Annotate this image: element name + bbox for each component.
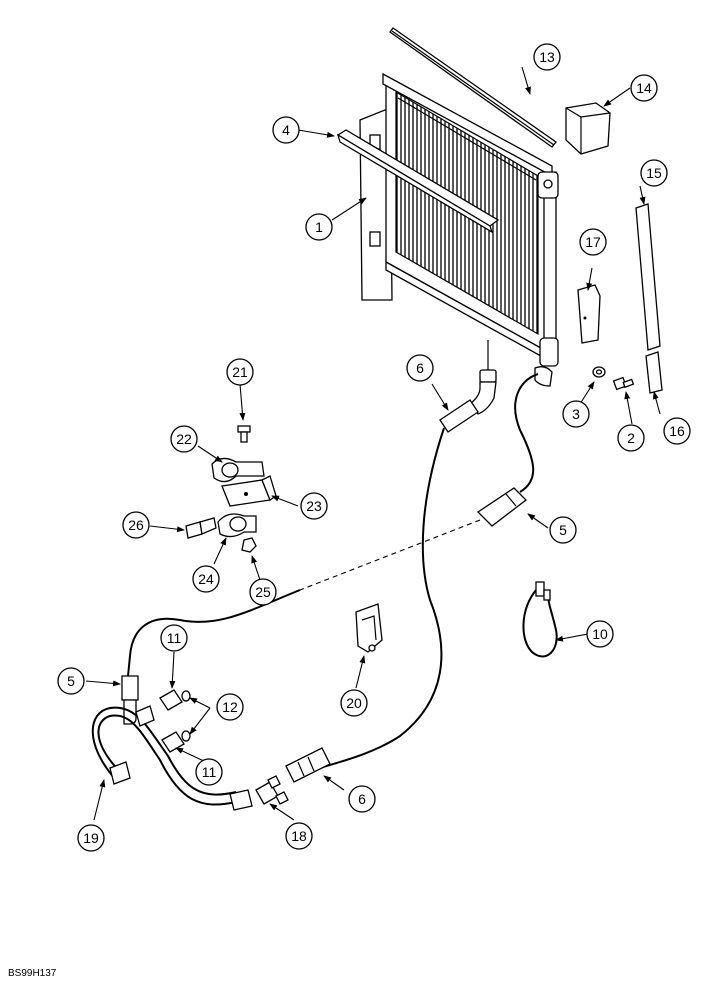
vertical-seal-strip [635,203,661,351]
cap-screw [237,425,251,443]
svg-text:10: 10 [592,626,608,642]
radiator-return-fitting [534,366,553,387]
callout-23: 23 [300,492,328,520]
callout-21: 21 [226,358,254,386]
seal-block-side [577,284,601,344]
seal-block [565,102,611,155]
elbow-fitting [135,705,155,727]
svg-text:13: 13 [539,49,555,65]
svg-text:16: 16 [669,423,685,439]
callout-11-lower: 11 [195,758,223,786]
bolt [612,376,635,391]
hose-5 [121,373,539,725]
svg-text:5: 5 [559,522,567,538]
radiator-outlet-fitting [469,340,497,415]
tube-assembly [91,706,253,811]
svg-text:24: 24 [198,571,214,587]
clip-lower [217,513,257,538]
svg-text:22: 22 [176,431,192,447]
callout-17: 17 [579,228,607,256]
adapter-lower [161,730,191,753]
svg-text:25: 25 [255,584,271,600]
leader-lines [85,66,661,821]
callout-11-upper: 11 [160,624,188,652]
svg-text:17: 17 [585,234,601,250]
callout-25: 25 [249,578,277,606]
callout-5-left: 5 [57,667,85,695]
nut [241,537,257,553]
svg-text:15: 15 [646,165,662,181]
callout-5-right: 5 [549,516,577,544]
callout-3: 3 [562,400,590,428]
callout-6-lower: 6 [348,785,376,813]
svg-text:23: 23 [306,498,322,514]
svg-text:6: 6 [358,791,366,807]
svg-text:2: 2 [627,430,635,446]
callout-14: 14 [630,74,658,102]
figure-code: BS99H137 [8,968,57,979]
svg-text:18: 18 [291,828,307,844]
svg-text:12: 12 [222,699,238,715]
bracket-bolt [185,517,217,539]
front-seal-strip [336,129,500,234]
svg-text:21: 21 [232,364,248,380]
callout-16: 16 [663,417,691,445]
callout-12: 12 [216,693,244,721]
callout-13: 13 [533,43,561,71]
callout-10: 10 [586,620,614,648]
vertical-seal-strip-lower [645,351,663,394]
oil-cooler [359,72,559,367]
svg-text:4: 4 [282,122,290,138]
callout-18: 18 [285,822,313,850]
callout-6-upper: 6 [406,354,434,382]
svg-text:26: 26 [128,517,144,533]
clip-upper [211,457,265,483]
svg-text:3: 3 [572,406,580,422]
svg-text:1: 1 [315,219,323,235]
callout-15: 15 [640,159,668,187]
svg-text:11: 11 [167,630,182,646]
callout-2: 2 [617,424,645,452]
hose-clamp [355,603,383,653]
strap-clamp [522,581,558,658]
svg-text:11: 11 [202,764,217,780]
callout-4: 4 [272,116,300,144]
washer [592,366,606,378]
callout-22: 22 [170,425,198,453]
svg-text:14: 14 [636,80,652,96]
callout-20: 20 [340,689,368,717]
tee-fitting [255,775,289,805]
svg-text:20: 20 [346,695,362,711]
svg-text:5: 5 [67,673,75,689]
adapter-upper [159,689,191,711]
svg-text:19: 19 [83,830,99,846]
svg-text:6: 6 [416,360,424,376]
callout-1: 1 [305,213,333,241]
top-seal-strip [389,27,557,148]
mounting-bracket [221,475,277,507]
callout-26: 26 [122,511,150,539]
callout-24: 24 [192,565,220,593]
callout-19: 19 [77,824,105,852]
hose-6 [285,399,479,783]
